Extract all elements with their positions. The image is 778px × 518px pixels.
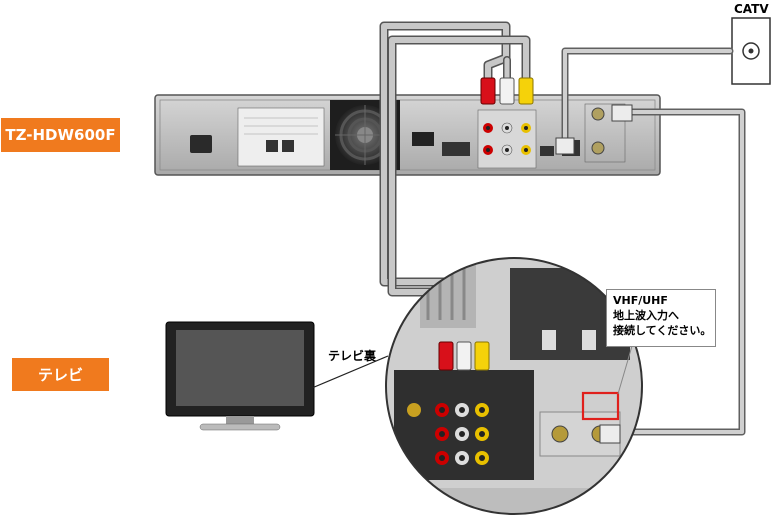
vhf-uhf-callout: VHF/UHF 地上波入力へ 接続してください。 [606, 289, 716, 347]
rca-plugs-recorder [480, 77, 534, 105]
tv-illustration [165, 321, 315, 431]
label-plate [237, 107, 325, 167]
tv-back-label: テレビ裏 [328, 349, 377, 363]
callout-line-3: 接続してください。 [613, 324, 712, 337]
hdmi-port [412, 132, 434, 146]
d-terminal [442, 142, 470, 156]
usb-port [540, 146, 554, 156]
recorder-rear-panel [154, 94, 661, 176]
f-plug-output [611, 104, 633, 122]
callout-line-1: VHF/UHF [613, 294, 668, 307]
f-plug-input [555, 137, 575, 155]
tv-back-magnified [311, 257, 643, 515]
catv-label: CATV [734, 2, 769, 16]
rca-plugs-tv [438, 341, 490, 371]
antenna-connectors [584, 103, 626, 163]
f-plug-tv [599, 424, 621, 444]
model-badge: TZ-HDW600F [1, 118, 120, 152]
tv-badge: テレビ [12, 358, 109, 391]
rca-jack-block [477, 109, 537, 169]
vhf-uhf-highlight [581, 391, 620, 421]
callout-line-2: 地上波入力へ [613, 309, 679, 322]
callout-pointer [617, 345, 633, 395]
catv-wall-outlet [731, 17, 771, 85]
power-inlet [190, 135, 212, 153]
